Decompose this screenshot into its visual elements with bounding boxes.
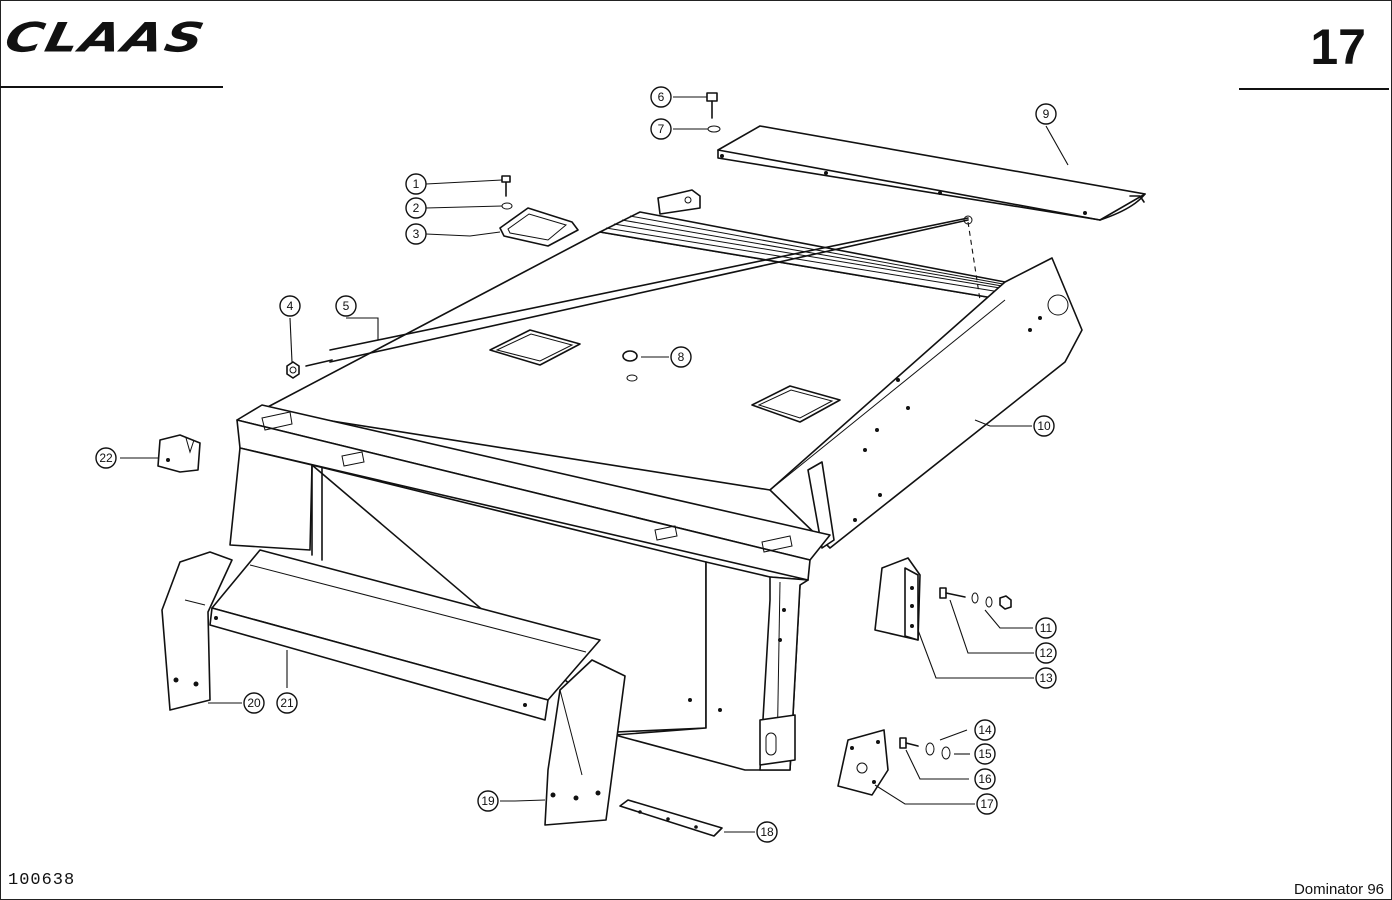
callout-10: 10 [1033,415,1055,437]
side-plate-17 [837,729,951,796]
callout-label: 3 [413,227,420,241]
callout-label: 18 [760,825,774,839]
callout-label: 5 [343,299,350,313]
callout-label: 20 [247,696,261,710]
callout-label: 19 [481,794,495,808]
header-rule-left [0,86,223,88]
callout-label: 8 [678,350,685,364]
callout-label: 13 [1039,671,1053,685]
callout-label: 10 [1037,419,1051,433]
callout-18: 18 [756,821,778,843]
callout-15: 15 [974,743,996,765]
access-cover [499,175,579,247]
callout-13: 13 [1035,667,1057,689]
callout-4: 4 [279,295,301,317]
rear-bracket [657,189,701,215]
leader-lines [120,96,1069,833]
side-plate-13 [874,557,1012,641]
callout-label: 2 [413,201,420,215]
page-number: 17 [1310,19,1366,75]
callout-20: 20 [243,692,265,714]
callout-2: 2 [405,197,427,219]
callout-label: 1 [413,177,420,191]
callout-12: 12 [1035,642,1057,664]
callout-21: 21 [276,692,298,714]
callout-label: 11 [1040,621,1053,635]
right-bracket [544,659,626,826]
callout-19: 19 [477,790,499,812]
model-label: Dominator 96 [1293,881,1384,898]
header-rule-right [1239,88,1389,90]
flat-strip [619,799,723,837]
callout-label: 4 [287,299,294,313]
callout-11: 11 [1035,617,1057,639]
bracket-22 [157,434,201,473]
bolt-and-washer [706,92,721,133]
callout-7: 7 [650,118,672,140]
drawing-id: 100638 [8,871,76,890]
rear-cover-plate [717,125,1146,221]
callout-22: 22 [95,447,117,469]
callout-8: 8 [670,346,692,368]
callout-label: 9 [1043,107,1050,121]
callout-label: 14 [978,723,992,737]
callout-17: 17 [976,793,998,815]
front-angle-strip [209,549,601,721]
callout-label: 21 [280,696,294,710]
nut-part [286,361,300,379]
support-rod [305,215,981,367]
callout-14: 14 [974,719,996,741]
callout-16: 16 [974,768,996,790]
plug-part [622,350,638,382]
callout-label: 6 [658,90,665,104]
callout-3: 3 [405,223,427,245]
callout-label: 17 [980,797,994,811]
callout-label: 12 [1039,646,1053,660]
callout-9: 9 [1035,103,1057,125]
left-bracket [161,551,233,711]
callout-5: 5 [335,295,357,317]
callout-label: 15 [978,747,992,761]
right-side-wall [769,257,1083,549]
lower-front-frame [229,447,809,771]
callout-1: 1 [405,173,427,195]
callout-6: 6 [650,86,672,108]
callout-label: 7 [658,122,665,136]
callout-label: 22 [99,451,113,465]
callout-label: 16 [978,772,992,786]
